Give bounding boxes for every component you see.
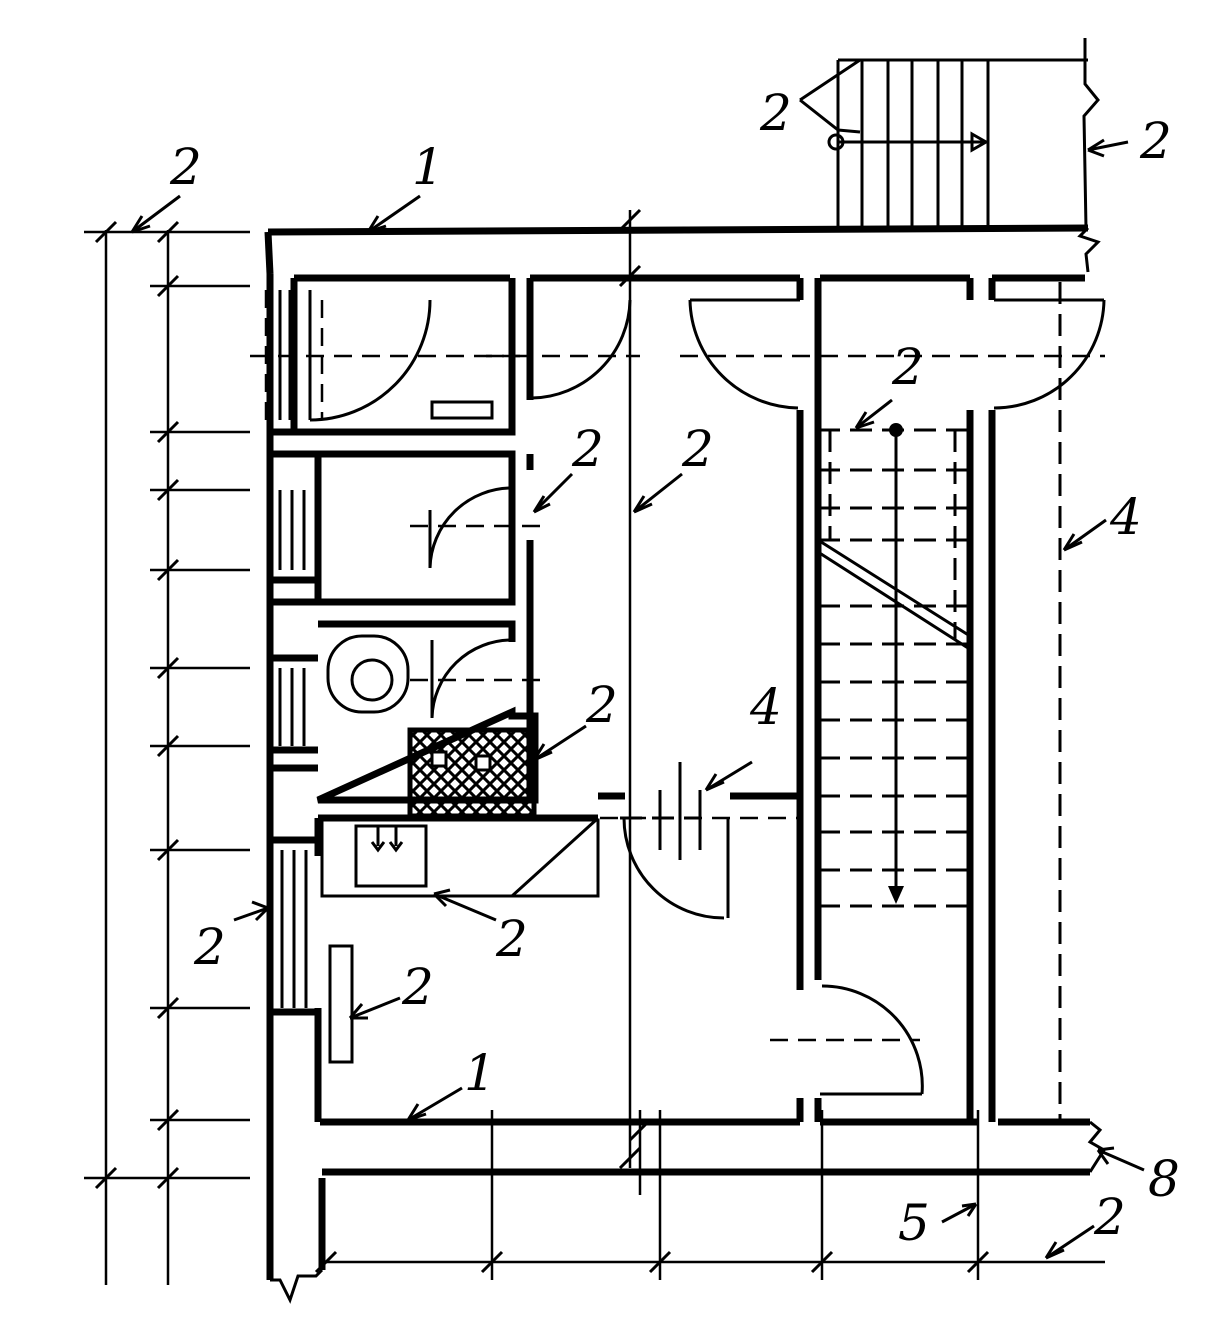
label-2-room-a: 2 <box>571 420 604 478</box>
axis-cross-mid <box>658 762 702 860</box>
external-stair <box>827 38 1100 229</box>
label-2-dim-bottom: 2 <box>1093 1188 1126 1246</box>
label-2-corridor: 2 <box>681 420 714 478</box>
label-2-window-left: 2 <box>193 918 226 976</box>
bottom-dimension-lines <box>314 208 1105 1280</box>
label-4-right: 4 <box>1109 488 1142 546</box>
label-1-bottom: 1 <box>464 1044 496 1102</box>
callout-labels: 1 2 2 2 2 2 2 4 2 4 2 2 2 1 8 5 2 <box>169 84 1180 1252</box>
label-4-mid: 4 <box>749 678 782 736</box>
label-2-stair-inner: 2 <box>891 338 924 396</box>
label-2-table: 2 <box>401 958 434 1016</box>
internal-stair <box>817 423 971 908</box>
left-dimension-lines <box>84 220 250 1285</box>
fixtures <box>320 400 600 1064</box>
leader-arrows <box>130 58 1145 1260</box>
label-2-top-right: 2 <box>1139 112 1172 170</box>
label-2-top-left: 2 <box>169 138 202 196</box>
outer-walls <box>264 224 1107 1304</box>
label-2-counter: 2 <box>495 910 528 968</box>
label-5: 5 <box>898 1194 930 1252</box>
label-2-stair-top: 2 <box>759 84 792 142</box>
left-windows <box>270 290 318 1016</box>
label-8: 8 <box>1148 1150 1180 1208</box>
axis-lines <box>250 290 1105 1042</box>
label-2-wc: 2 <box>585 676 618 734</box>
label-1-top: 1 <box>412 138 444 196</box>
